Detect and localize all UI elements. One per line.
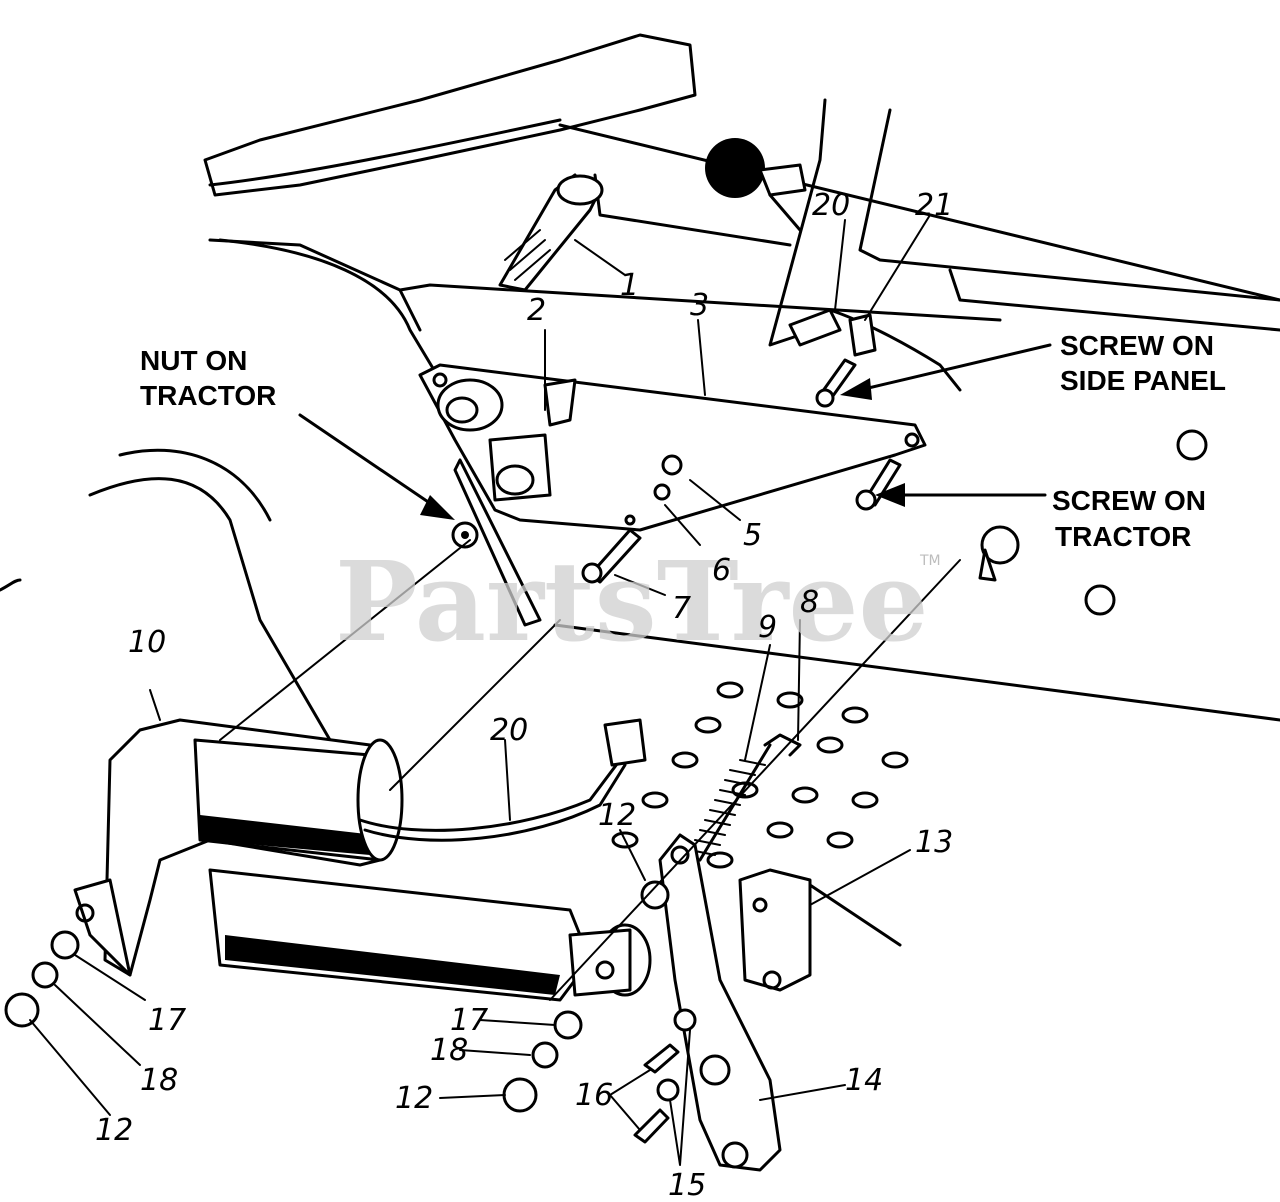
callout-3: 3	[690, 288, 709, 323]
callout-10: 10	[128, 625, 166, 660]
spring-part-9	[689, 733, 802, 862]
note-nut-line-2: TRACTOR	[140, 380, 276, 411]
callout-20-upper: 20	[812, 188, 850, 223]
note-side-panel-line-1: SCREW ON	[1060, 330, 1214, 361]
note-screw-on-tractor: SCREW ON TRACTOR	[1052, 485, 1206, 552]
callout-9: 9	[758, 610, 777, 645]
callout-20-lower: 20	[490, 713, 528, 748]
callout-18-left: 18	[140, 1063, 178, 1098]
note-arrows	[298, 343, 1052, 520]
bracket-part-13	[738, 868, 812, 992]
actuator-part-10	[73, 718, 652, 1002]
callout-8: 8	[800, 585, 819, 620]
lever-part-1	[498, 173, 604, 292]
callout-5: 5	[743, 518, 762, 553]
screws-and-nuts	[451, 358, 1208, 616]
callout-12-upper: 12	[598, 798, 636, 833]
note-nut-on-tractor: NUT ON TRACTOR	[140, 345, 276, 411]
floor-holes	[611, 681, 909, 869]
wire-harness-part-21	[788, 308, 962, 392]
lever-arm-part-14	[658, 833, 782, 1172]
key-switch	[705, 138, 807, 232]
wire-part-20-lower	[358, 718, 647, 842]
mounting-plate-part-3	[418, 363, 927, 627]
callout-12-left: 12	[95, 1113, 133, 1148]
callout-13: 13	[915, 825, 953, 860]
note-nut-line-1: NUT ON	[140, 345, 247, 376]
leader-lines	[29, 214, 961, 1166]
callout-16: 16	[575, 1078, 613, 1113]
callout-21: 21	[915, 188, 953, 223]
callout-7: 7	[672, 591, 691, 626]
note-screw-tractor-line-2: TRACTOR	[1055, 521, 1191, 552]
callout-14: 14	[845, 1063, 883, 1098]
pin-part-right	[978, 525, 1020, 582]
callout-15: 15	[668, 1168, 706, 1202]
callout-18-center: 18	[430, 1033, 468, 1068]
callout-1: 1	[620, 268, 639, 303]
callout-2: 2	[527, 293, 546, 328]
washers-and-nuts-lower	[4, 880, 697, 1144]
callout-17-center: 17	[450, 1003, 488, 1038]
note-screw-tractor-line-1: SCREW ON	[1052, 485, 1206, 516]
note-screw-on-side-panel: SCREW ON SIDE PANEL	[1060, 330, 1226, 396]
trademark: TM	[919, 553, 941, 569]
watermark: PartsTree	[335, 537, 929, 666]
callout-numbers: 1 2 3 5 6 7 8 9 10 12 13 14 15 16 17 18 …	[95, 188, 953, 1202]
callout-6: 6	[712, 553, 731, 588]
callout-12-center: 12	[395, 1081, 433, 1116]
note-side-panel-line-2: SIDE PANEL	[1060, 365, 1226, 396]
callout-17-left: 17	[148, 1003, 186, 1038]
